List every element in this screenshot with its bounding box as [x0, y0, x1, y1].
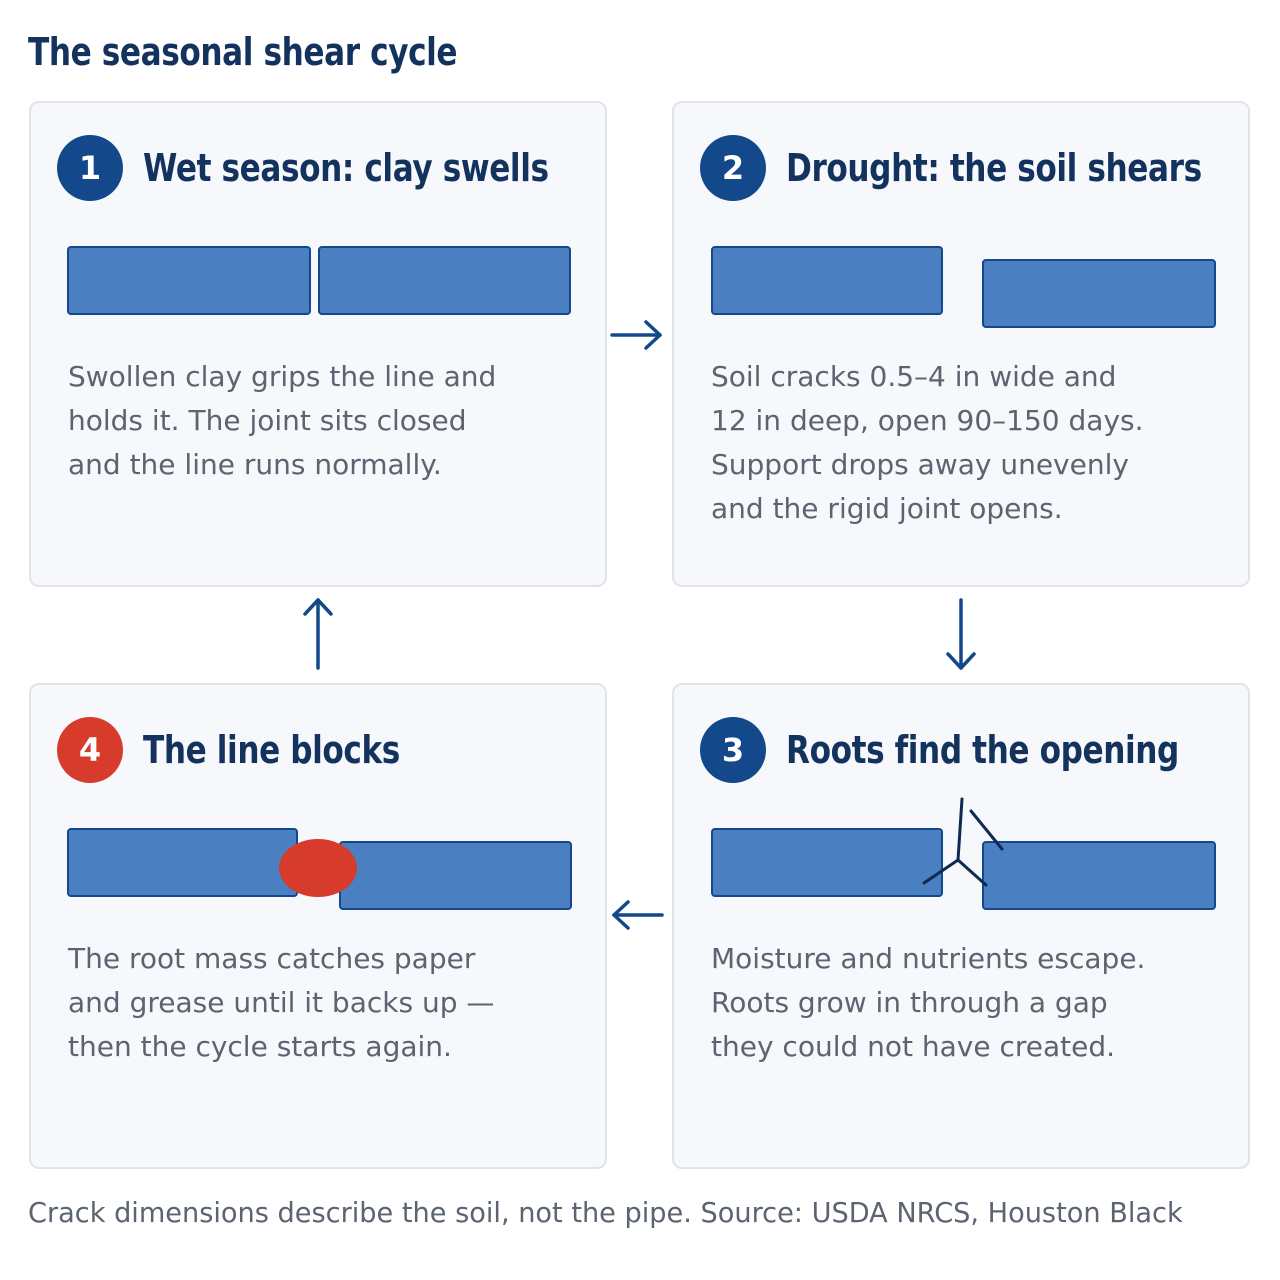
- pipe-segment-left: [711, 828, 943, 897]
- step-heading: Wet season: clay swells: [143, 146, 549, 190]
- description-line: Moisture and nutrients escape.: [711, 942, 1146, 975]
- step-number-badge: 2: [700, 135, 766, 201]
- diagram-title: The seasonal shear cycle: [28, 30, 458, 74]
- root-lines-icon: [922, 797, 1004, 887]
- pipe-segment-left: [711, 246, 943, 315]
- description-line: and grease until it backs up —: [68, 986, 495, 1019]
- pipe-segment-left: [67, 246, 311, 315]
- step-heading: The line blocks: [143, 728, 400, 772]
- description-line: Swollen clay grips the line and: [68, 360, 497, 393]
- step-heading: Drought: the soil shears: [786, 146, 1202, 190]
- source-note: Crack dimensions describe the soil, not …: [28, 1196, 1183, 1229]
- arrow-left-icon: [612, 900, 664, 930]
- pipe-segment-left: [67, 828, 298, 897]
- pipe-segment-right-dropped: [339, 841, 572, 910]
- step-description: Moisture and nutrients escape. Roots gro…: [711, 937, 1231, 1069]
- description-line: Roots grow in through a gap: [711, 986, 1108, 1019]
- step-panel-line-blocks: 4 The line blocks The root mass catches …: [29, 683, 607, 1169]
- step-panel-drought: 2 Drought: the soil shears Soil cracks 0…: [672, 101, 1250, 587]
- step-panel-roots: 3 Roots find the opening Moisture and nu…: [672, 683, 1250, 1169]
- arrow-down-icon: [946, 598, 976, 670]
- step-description: Swollen clay grips the line and holds it…: [68, 355, 588, 487]
- pipe-segment-right-dropped: [982, 259, 1216, 328]
- description-line: 12 in deep, open 90–150 days.: [711, 404, 1144, 437]
- description-line: and the line runs normally.: [68, 448, 442, 481]
- step-heading: Roots find the opening: [786, 728, 1179, 772]
- pipe-segment-right-dropped: [982, 841, 1216, 910]
- step-number-badge: 1: [57, 135, 123, 201]
- description-line: Support drops away unevenly: [711, 448, 1129, 481]
- description-line: holds it. The joint sits closed: [68, 404, 467, 437]
- root-mass-blockage: [279, 839, 357, 897]
- arrow-right-icon: [610, 320, 662, 350]
- step-panel-wet-season: 1 Wet season: clay swells Swollen clay g…: [29, 101, 607, 587]
- description-line: The root mass catches paper: [68, 942, 476, 975]
- description-line: they could not have created.: [711, 1030, 1116, 1063]
- step-number-badge: 3: [700, 717, 766, 783]
- arrow-up-icon: [303, 598, 333, 670]
- step-number-badge-alert: 4: [57, 717, 123, 783]
- step-description: The root mass catches paper and grease u…: [68, 937, 588, 1069]
- description-line: Soil cracks 0.5–4 in wide and: [711, 360, 1117, 393]
- pipe-segment-right: [318, 246, 571, 315]
- description-line: then the cycle starts again.: [68, 1030, 452, 1063]
- description-line: and the rigid joint opens.: [711, 492, 1063, 525]
- step-description: Soil cracks 0.5–4 in wide and 12 in deep…: [711, 355, 1231, 531]
